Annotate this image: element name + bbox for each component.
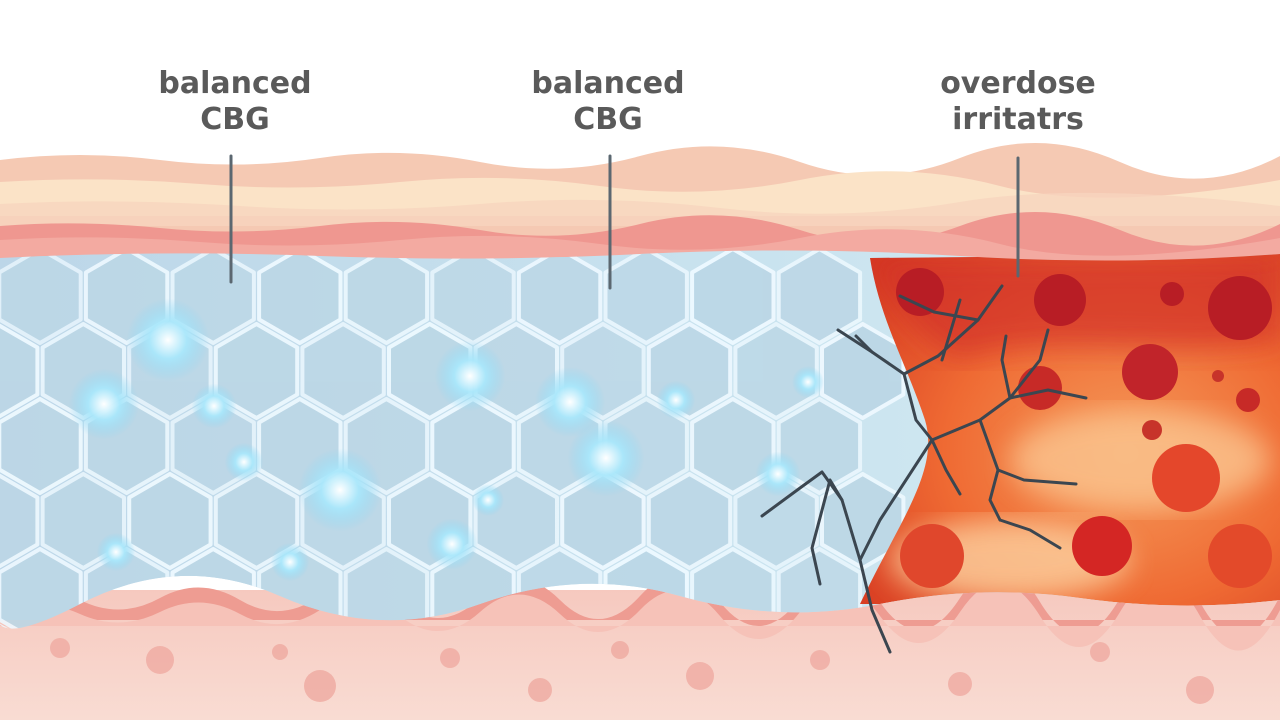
label-balanced-cbg-2: balanced CBG [508, 66, 708, 138]
cbg-particle [191, 383, 237, 429]
cbg-particle [472, 484, 504, 516]
cbg-particle [567, 419, 645, 497]
cbg-particle [270, 542, 310, 582]
cell [516, 250, 603, 345]
cell [430, 250, 516, 345]
cell [646, 472, 733, 570]
cbg-particle [126, 298, 210, 382]
cbg-particle [426, 518, 478, 570]
cbg-particles [68, 298, 824, 582]
label-line: balanced [531, 66, 685, 101]
label-line: CBG [200, 102, 270, 137]
cell [603, 250, 689, 345]
inflamed-cell [1018, 366, 1062, 410]
inflamed-cell [1034, 274, 1086, 326]
inflamed-cell [1072, 516, 1132, 576]
label-balanced-cbg-1: balanced CBG [135, 66, 335, 138]
cell [0, 397, 83, 495]
cbg-particle [792, 366, 824, 398]
dermis-dots [50, 638, 1214, 704]
cbg-particle [656, 380, 696, 420]
cbg-particle [224, 442, 264, 482]
cbg-particle [434, 340, 506, 412]
label-line: CBG [573, 102, 643, 137]
barrier-crack [760, 284, 1088, 654]
inflamed-cell [1208, 524, 1272, 588]
irritated-zone [860, 254, 1280, 606]
inflamed-cell [1236, 388, 1260, 412]
cbg-particle [298, 448, 382, 532]
pointer-lines [229, 154, 1020, 290]
cell [300, 322, 386, 420]
cbg-particle [755, 451, 801, 497]
inflamed-cell [1122, 344, 1178, 400]
cell [0, 250, 83, 345]
inflamed-cell [1208, 276, 1272, 340]
label-line: overdose [940, 66, 1096, 101]
label-line: irritatrs [952, 102, 1084, 137]
cell [776, 250, 863, 345]
cbg-particle [96, 532, 136, 572]
cell [0, 322, 40, 420]
cbg-particle [68, 368, 140, 440]
cell [0, 472, 40, 570]
label-line: balanced [158, 66, 312, 101]
cbg-particle [534, 366, 606, 438]
label-overdose-irritants: overdose irritatrs [918, 66, 1118, 138]
cell [820, 322, 906, 420]
inflamed-cell [896, 268, 944, 316]
inflamed-cell [1152, 444, 1220, 512]
cell [343, 250, 430, 345]
inflamed-cells [896, 268, 1272, 588]
inflamed-cell [900, 524, 964, 588]
cell [690, 250, 776, 345]
cell [257, 250, 343, 345]
inflamed-cell [1142, 420, 1162, 440]
inflamed-cell [1212, 370, 1224, 382]
inflamed-cell [1160, 282, 1184, 306]
